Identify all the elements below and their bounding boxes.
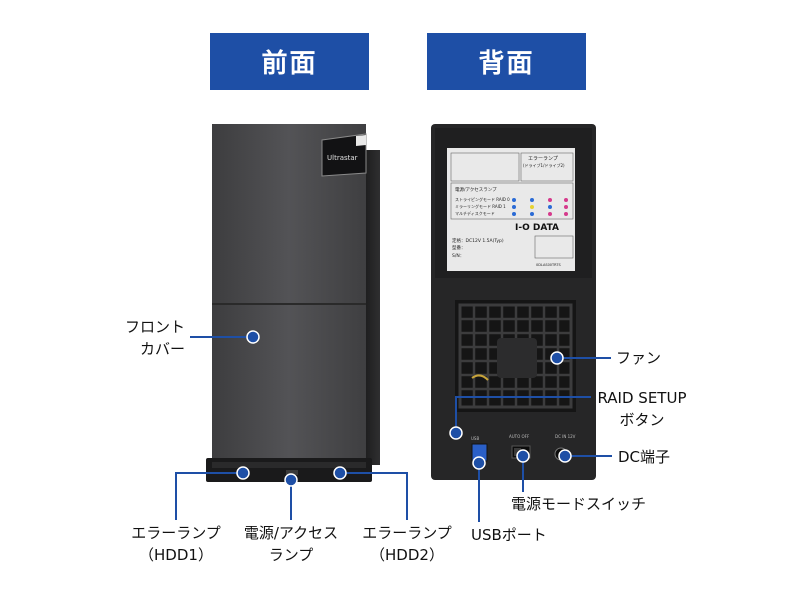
- header-back: 背面: [427, 33, 586, 90]
- ultrastar-badge: Ultrastar: [321, 133, 367, 177]
- svg-text:S/N：: S/N：: [452, 253, 464, 259]
- svg-text:ミラーリングモード RAID 1: ミラーリングモード RAID 1: [455, 203, 506, 209]
- svg-text:ストライピングモード RAID 0: ストライピングモード RAID 0: [455, 196, 510, 202]
- svg-text:マルチディスクモード: マルチディスクモード: [455, 210, 495, 216]
- header-front: 前面: [210, 33, 369, 90]
- callout-lines: [175, 336, 612, 522]
- callout-dc-port: DC端子: [618, 448, 671, 466]
- callout-fan: ファン: [616, 349, 662, 367]
- callout-error-lamp-hdd2: エラーランプ （HDD2）: [362, 524, 452, 564]
- callout-power-mode-switch: 電源モードスイッチ: [511, 495, 647, 513]
- callout-raid-setup-button: RAID SETUP ボタン: [597, 389, 687, 429]
- badge-text: Ultrastar: [327, 154, 358, 162]
- svg-text:AUTO OFF: AUTO OFF: [509, 434, 530, 439]
- svg-text:定格：DC12V 1.5A(Typ): 定格：DC12V 1.5A(Typ): [452, 237, 504, 244]
- fan-grille: [455, 300, 576, 412]
- front-device: Ultrastar: [206, 124, 380, 482]
- svg-text:電源/アクセスランプ: 電源/アクセスランプ: [455, 186, 497, 193]
- svg-text:DC IN 12V: DC IN 12V: [555, 434, 576, 439]
- back-device: エラーランプ (ドライブ1/ドライブ2) 電源/アクセスランプ ストライピングモ…: [431, 124, 596, 480]
- callout-error-lamp-hdd1: エラーランプ （HDD1）: [131, 524, 221, 564]
- brand-logo: I-O DATA: [515, 223, 559, 233]
- svg-text:USB: USB: [471, 436, 479, 441]
- svg-text:型番：: 型番：: [452, 244, 466, 251]
- callout-power-access-lamp: 電源/アクセス ランプ: [243, 524, 339, 564]
- callout-dots: [236, 330, 572, 487]
- svg-text:エラーランプ: エラーランプ: [528, 156, 558, 162]
- callout-front-cover: フロント カバー: [124, 318, 185, 358]
- svg-text:(ドライブ1/ドライブ2): (ドライブ1/ドライブ2): [523, 162, 565, 168]
- callout-usb-port: USBポート: [471, 526, 547, 544]
- svg-text:0DLAS00TRTS: 0DLAS00TRTS: [536, 263, 561, 267]
